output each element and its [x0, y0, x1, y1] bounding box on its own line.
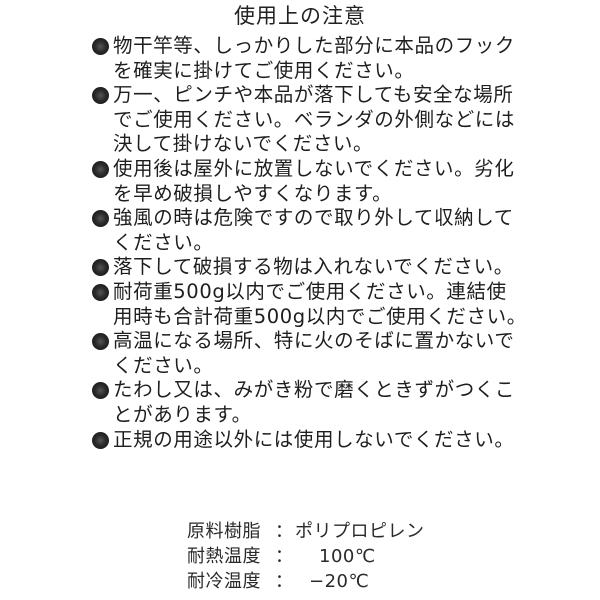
- caution-item: 高温になる場所、特に火のそばに置かないで ください。: [91, 329, 541, 378]
- spec-row-material: 原料樹脂 ： ポリプロピレン: [187, 519, 425, 544]
- caution-item: 強風の時は危険ですので取り外して収納して ください。: [91, 206, 541, 255]
- caution-item: 耐荷重500g以内でご使用ください。連結使 用時も合計荷重500g以内でご使用く…: [91, 280, 541, 329]
- caution-item: 使用後は屋外に放置しないでください。劣化 を早め破損しやすくなります。: [91, 157, 541, 206]
- caution-text-line: 物干竿等、しっかりした部分に本品のフック: [113, 34, 516, 57]
- bullet-icon: [92, 382, 109, 400]
- spec-value: 100℃: [319, 546, 376, 567]
- caution-item: たわし又は、みがき粉で磨くときずがつくこ とがあります。: [91, 378, 541, 427]
- bullet-icon: [92, 160, 109, 178]
- caution-item: 万一、ピンチや本品が落下しても安全な場所 でご使用ください。ベランダの外側などに…: [91, 83, 541, 157]
- bullet-icon: [92, 210, 109, 228]
- caution-text-line: ください。: [113, 230, 214, 254]
- bullet-icon: [92, 87, 109, 105]
- caution-text-line: 万一、ピンチや本品が落下しても安全な場所: [113, 83, 514, 107]
- spec-row-cold-resistance: 耐冷温度 ： −20℃: [187, 569, 425, 594]
- caution-text-line: 高温になる場所、特に火のそばに置かないで: [113, 329, 515, 353]
- caution-text-line: 用時も合計荷重500g以内でご使用ください。: [113, 304, 527, 328]
- spec-row-heat-resistance: 耐熱温度 ： 100℃: [187, 544, 425, 569]
- bullet-icon: [92, 283, 109, 301]
- spec-label: 耐熱温度: [187, 546, 261, 567]
- caution-text-line: 決して掛けないでください。: [113, 132, 374, 156]
- spec-value: −20℃: [309, 571, 370, 592]
- caution-item: 落下して破損する物は入れないでください。: [91, 255, 541, 280]
- caution-text-line: 落下して破損する物は入れないでください。: [113, 255, 514, 279]
- caution-text-line: 使用後は屋外に放置しないでください。劣化: [113, 156, 515, 180]
- bullet-icon: [92, 38, 109, 55]
- bullet-icon: [92, 431, 109, 449]
- page-title: 使用上の注意: [234, 4, 366, 28]
- caution-item: 物干竿等、しっかりした部分に本品のフック を確実に掛けてご使用ください。: [91, 34, 541, 83]
- caution-list: 物干竿等、しっかりした部分に本品のフック を確実に掛けてご使用ください。 万一、…: [91, 34, 541, 452]
- caution-text-line: たわし又は、みがき粉で磨くときずがつくこ: [113, 378, 516, 402]
- caution-item: 正規の用途以外には使用しないでください。: [91, 428, 541, 453]
- spec-separator: ：: [275, 571, 293, 592]
- bullet-icon: [92, 259, 109, 277]
- caution-text-line: ください。: [113, 353, 214, 377]
- caution-text-line: 正規の用途以外には使用しないでください。: [113, 427, 515, 451]
- caution-text-line: 強風の時は危険ですので取り外して収納して: [113, 206, 514, 230]
- bullet-icon: [92, 333, 109, 351]
- caution-text-line: でご使用ください。ベランダの外側などには: [113, 107, 516, 131]
- caution-text-line: とがあります。: [113, 402, 252, 426]
- spec-separator: ：: [275, 521, 293, 542]
- material-specs: 原料樹脂 ： ポリプロピレン 耐熱温度 ： 100℃ 耐冷温度 ： −20℃: [187, 519, 425, 594]
- caution-text-line: を早め破損しやすくなります。: [113, 181, 393, 205]
- spec-value: ポリプロピレン: [295, 521, 425, 542]
- caution-text-line: 耐荷重500g以内でご使用ください。連結使: [113, 279, 507, 303]
- spec-separator: ：: [275, 546, 293, 567]
- spec-label: 原料樹脂: [187, 521, 261, 542]
- spec-label: 耐冷温度: [187, 571, 261, 592]
- caution-text-line: を確実に掛けてご使用ください。: [113, 58, 415, 82]
